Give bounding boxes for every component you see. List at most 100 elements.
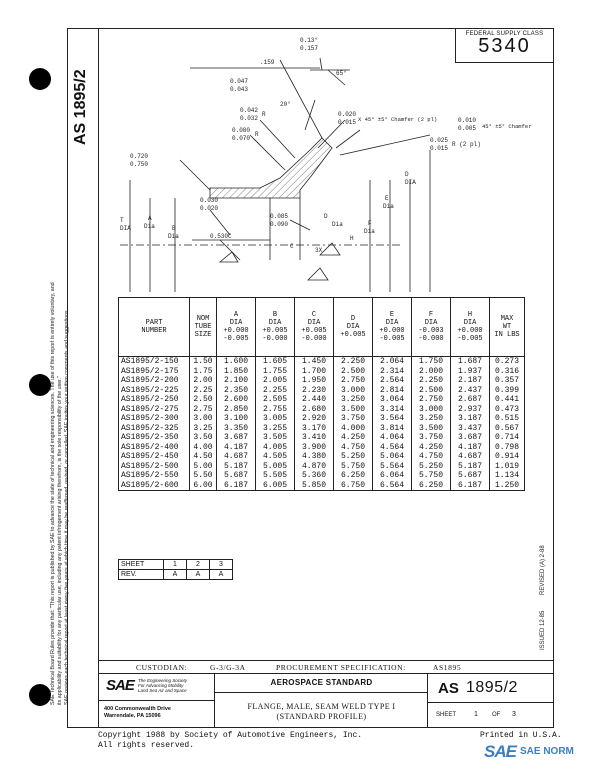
table-cell: 2.314 [372,366,412,376]
table-cell: 6.187 [216,480,256,491]
table-cell: 2.814 [372,385,412,395]
table-cell: 3.687 [450,433,490,443]
dim-label: 0.043 [230,86,248,93]
part-number-cell: AS1895/2-450 [118,452,190,462]
table-cell: 4.687 [450,452,490,462]
table-cell: 2.250 [411,376,451,386]
dim-label: 45° ±5° Chamfer [482,123,532,130]
table-cell: 0.357 [489,376,525,386]
table-cell: 2.750 [333,376,373,386]
part-number-cell: AS1895/2-150 [118,356,190,367]
table-cell: 5.687 [450,471,490,481]
table-cell: 2.255 [255,385,295,395]
of-label-tb: OF [492,712,501,718]
table-cell: 1.50 [189,356,217,367]
table-cell: 0.316 [489,366,525,376]
rev-label: REV. [118,569,164,580]
table-cell: 3.687 [216,433,256,443]
table-cell: 3.500 [411,423,451,433]
binder-hole-bottom [29,684,51,706]
binder-hole-middle [29,374,51,396]
table-cell: 1.600 [216,356,256,367]
table-cell: 2.600 [216,395,256,405]
dim-label: 0.020 [200,205,218,212]
part-number-cell: AS1895/2-300 [118,414,190,424]
table-cell: 2.920 [294,414,334,424]
table-cell: 6.00 [189,480,217,491]
part-number-cell: AS1895/2-200 [118,376,190,386]
part-number-cell: AS1895/2-275 [118,404,190,414]
table-cell: 2.230 [294,385,334,395]
dim-label: 0.720 [130,153,148,160]
dim-label: R [262,111,266,118]
standard-type: AEROSPACE STANDARD [270,678,373,687]
table-cell: 1.450 [294,356,334,367]
table-cell: 2.755 [255,404,295,414]
dim-label: 0.750 [130,161,148,168]
table-cell: 2.005 [255,376,295,386]
table-cell: 1.75 [189,366,217,376]
table-cell: 2.350 [216,385,256,395]
table-cell: 4.564 [372,442,412,452]
table-cell: 3.564 [372,414,412,424]
table-cell: 3.900 [294,442,334,452]
sheet-number: 3 [209,559,233,570]
table-cell: 0.441 [489,395,525,405]
table-cell: 4.000 [333,423,373,433]
table-cell: 5.250 [333,452,373,462]
doc-prefix: AS [438,680,459,697]
custodian-value: G-3/G-3A [210,663,246,672]
dim-label: B [172,225,176,232]
doc-number: 1895/2 [466,679,518,696]
table-cell: 6.064 [372,471,412,481]
table-cell: 3.410 [294,433,334,443]
dim-label: E [385,195,389,202]
table-cell: 5.50 [189,471,217,481]
dim-label: 0.047 [230,78,248,85]
table-cell: 2.25 [189,385,217,395]
table-cell: 5.750 [411,471,451,481]
rev-letter: A [186,569,210,580]
dim-label: 0.13° [300,37,318,44]
table-cell: 2.750 [411,395,451,405]
procurement-spec-value: AS1895 [433,663,462,672]
dim-label: T [120,217,124,224]
rev-letter: A [209,569,233,580]
table-cell: 0.473 [489,404,525,414]
federal-supply-class-box: FEDERAL SUPPLY CLASS 5340 [455,29,553,63]
table-cell: 2.00 [189,376,217,386]
title-block-middle: AEROSPACE STANDARD FLANGE, MALE, SEAM WE… [215,674,428,728]
table-cell: 2.437 [450,385,490,395]
table-cell: 3.500 [333,404,373,414]
table-cell: 4.005 [255,442,295,452]
table-cell: 4.50 [189,452,217,462]
dim-label: 0.090 [270,221,288,228]
issued-note: ISSUED 12-85 [540,610,546,650]
dim-label: 65° [336,70,347,77]
table-cell: 2.440 [294,395,334,405]
part-number-cell: AS1895/2-250 [118,395,190,405]
dim-label: A [148,215,152,222]
table-cell: 4.870 [294,461,334,471]
revised-note: REVISED (A) 2-88 [540,545,546,595]
sheet-no-tb: 1 [474,711,478,718]
table-cell: 3.170 [294,423,334,433]
table-cell: 2.50 [189,395,217,405]
table-cell: 1.750 [411,356,451,367]
part-number-cell: AS1895/2-400 [118,442,190,452]
dim-label: 0.010 [458,117,476,124]
sheet-label-tb: SHEET [436,712,457,718]
table-cell: 1.250 [489,480,525,491]
rev-letter: A [163,569,187,580]
